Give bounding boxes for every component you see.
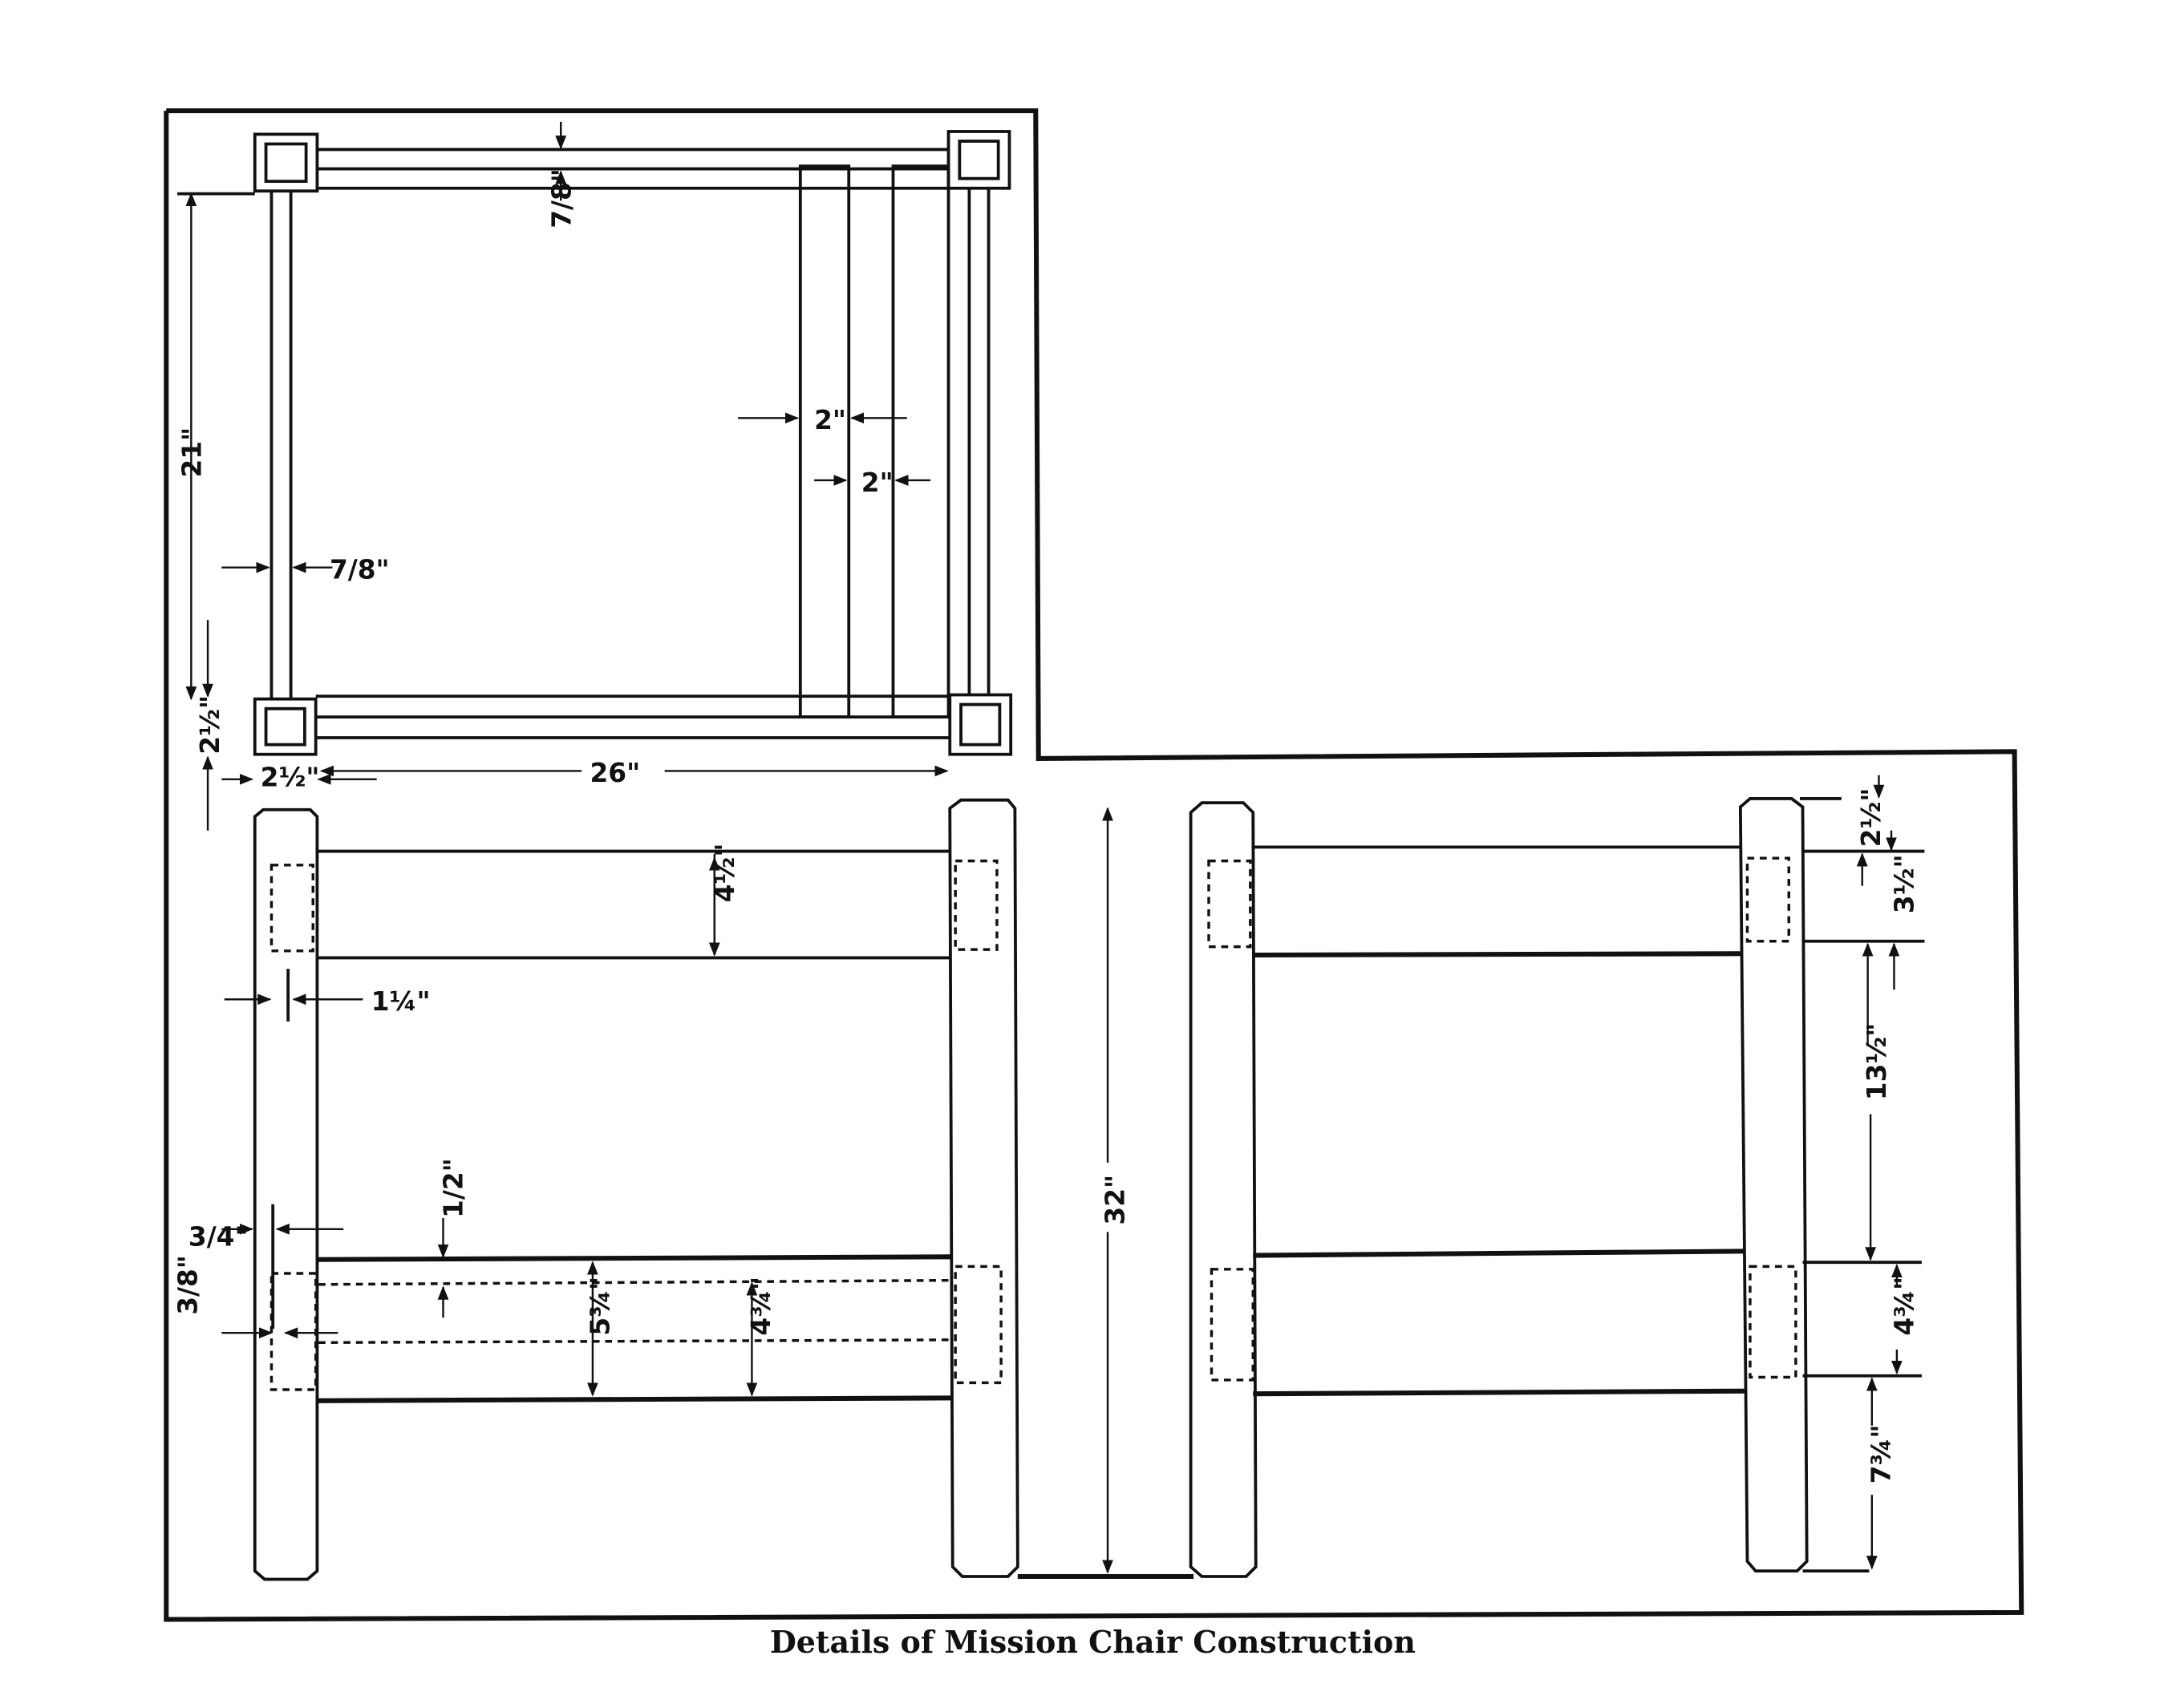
- corner-post-tr: [946, 130, 1011, 190]
- diagram-caption: Details of Mission Chair Construction: [770, 1624, 1416, 1660]
- dim-width: 26": [590, 758, 640, 788]
- dim-side-low-rail: 4¾": [1890, 1277, 1920, 1336]
- side-leg-front: [1189, 801, 1258, 1578]
- bottom-rail: [315, 694, 950, 739]
- drawing-border: [164, 108, 2024, 1622]
- dim-side-bottom: 7¾": [1866, 1425, 1896, 1484]
- dim-half-inch: 1/2": [439, 1158, 469, 1218]
- corner-post-tl: [253, 132, 319, 193]
- dim-slat-width-1: 2": [814, 405, 846, 435]
- dim-side-top-rail: 3½": [1890, 854, 1920, 913]
- dim-side-top: 2½": [1856, 788, 1886, 848]
- dim-post-size-h: 2½": [261, 762, 320, 792]
- side-view: [1189, 797, 1925, 1578]
- corner-post-br: [948, 693, 1013, 756]
- dim-tenon-offset: 1¼": [371, 986, 431, 1017]
- dim-top-rail-thickness: 7/8": [546, 168, 577, 229]
- dim-side-length: 21": [176, 427, 207, 478]
- dim-front-rail-inner: 4¾": [746, 1277, 776, 1336]
- dim-post-size-v: 2½": [195, 695, 225, 755]
- dim-slat-width-2: 2": [861, 467, 894, 498]
- left-rail: [269, 191, 293, 699]
- front-view: [253, 798, 1019, 1581]
- corner-post-bl: [253, 697, 318, 756]
- dim-front-rail-outer: 5¾": [586, 1277, 616, 1336]
- side-leg-back: [1738, 797, 1809, 1573]
- plan-view: [253, 130, 1013, 756]
- slats: [798, 164, 950, 719]
- dim-tenon-38: 3/8": [172, 1255, 203, 1315]
- top-rail: [317, 148, 949, 190]
- dim-rail-thickness: 7/8": [330, 555, 390, 585]
- front-leg-right: [948, 798, 1019, 1578]
- front-leg-left: [253, 807, 319, 1581]
- dim-tenon-34: 3/4": [188, 1221, 249, 1252]
- dim-front-top-rail: 4½": [710, 844, 740, 903]
- dim-side-gap: 13½": [1862, 1023, 1892, 1101]
- right-rail: [967, 188, 991, 695]
- dim-height: 32": [1100, 1175, 1131, 1225]
